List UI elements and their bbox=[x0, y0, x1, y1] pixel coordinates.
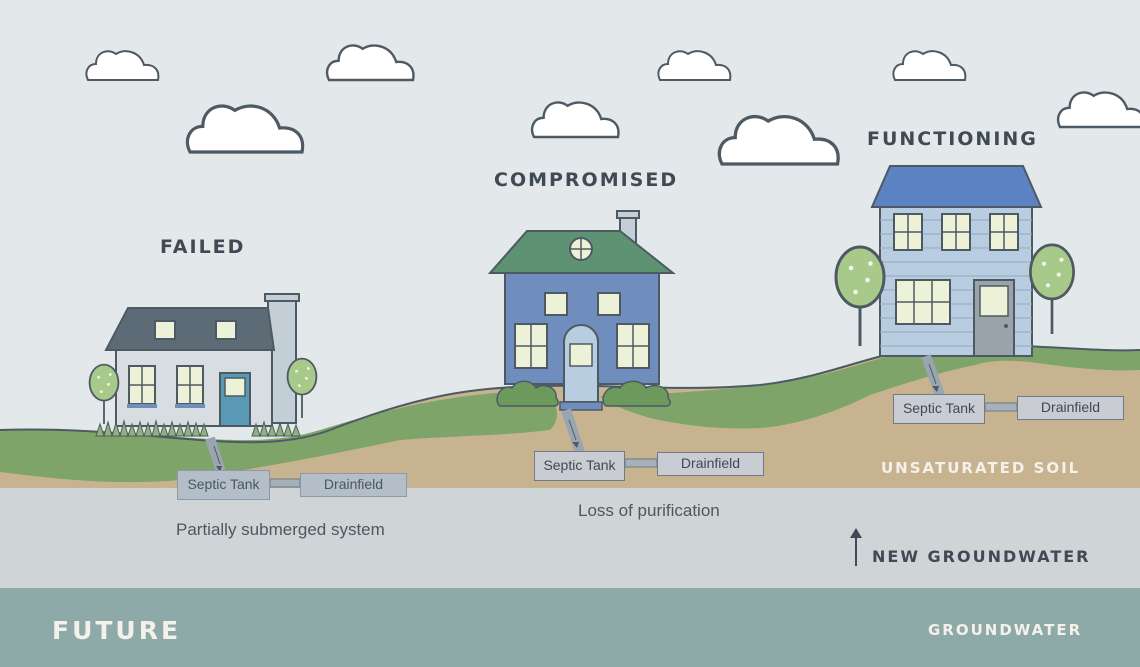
new-groundwater-layer bbox=[0, 488, 1140, 588]
septic-tank-compromised: Septic Tank bbox=[534, 451, 625, 481]
label-future: FUTURE bbox=[52, 616, 182, 645]
compromised-house-icon bbox=[487, 210, 676, 411]
label-groundwater: GROUNDWATER bbox=[928, 621, 1083, 639]
arrow-up-icon bbox=[850, 528, 862, 566]
stage-title-failed: FAILED bbox=[160, 236, 246, 258]
grass-hill-right bbox=[600, 344, 1140, 429]
drainfield-compromised: Drainfield bbox=[657, 452, 764, 476]
stage-title-compromised: COMPROMISED bbox=[494, 169, 679, 191]
septic-tank-failed: Septic Tank bbox=[177, 470, 270, 500]
drainfield-failed: Drainfield bbox=[300, 473, 407, 497]
failed-house-icon bbox=[95, 293, 301, 438]
label-new-groundwater: NEW GROUNDWATER bbox=[872, 547, 1091, 566]
note-failed: Partially submerged system bbox=[176, 520, 385, 539]
note-compromised: Loss of purification bbox=[578, 501, 720, 520]
drain-pipes bbox=[205, 354, 1018, 488]
septic-tank-functioning: Septic Tank bbox=[893, 394, 985, 424]
stage-title-functioning: FUNCTIONING bbox=[867, 128, 1038, 150]
grass-hill-left bbox=[0, 390, 557, 483]
groundwater-layer bbox=[0, 588, 1140, 667]
label-unsaturated-soil: UNSATURATED SOIL bbox=[881, 459, 1081, 477]
functioning-house-icon bbox=[870, 165, 1043, 357]
drainfield-functioning: Drainfield bbox=[1017, 396, 1124, 420]
